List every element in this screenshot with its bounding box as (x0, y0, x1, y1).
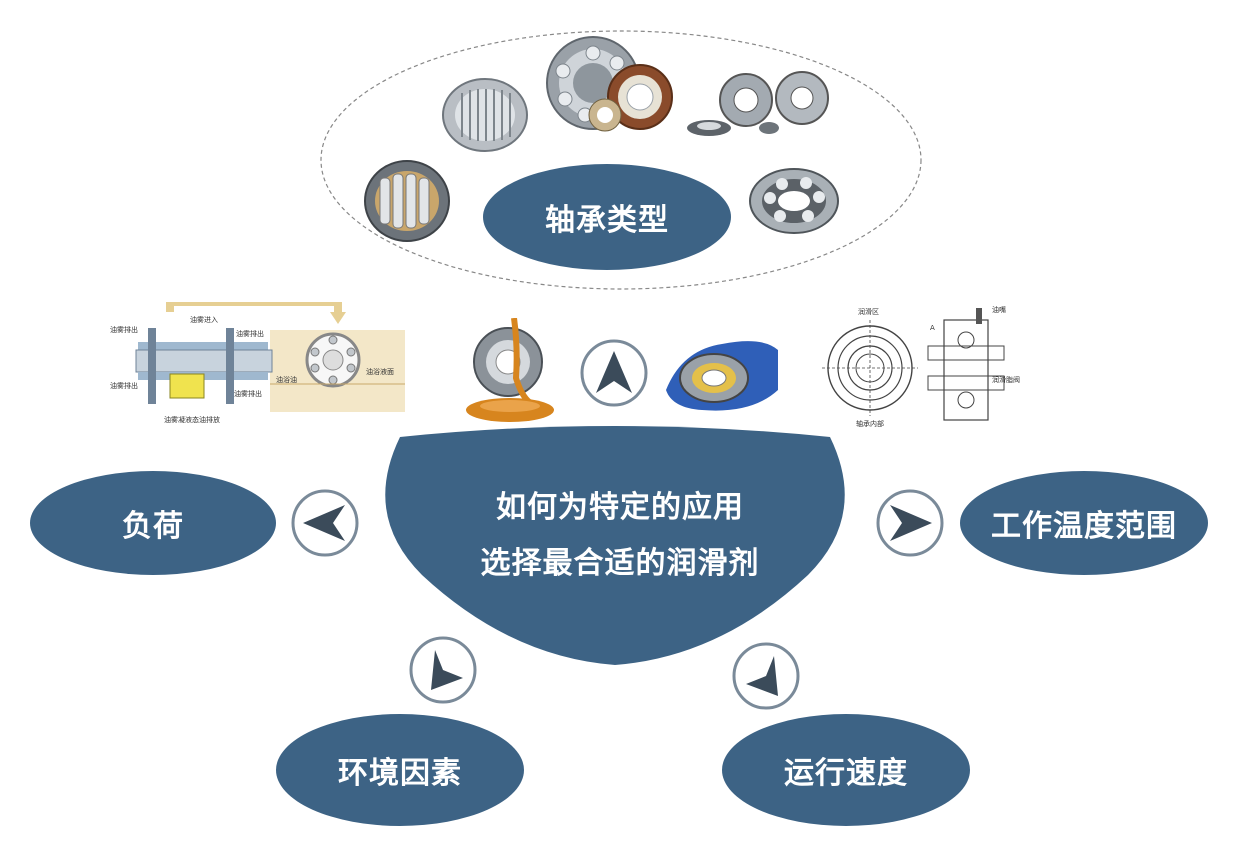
diagram-label-l3: 油雾排出 (236, 329, 264, 338)
operating-speed-label: 运行速度 (784, 756, 908, 791)
needle-roller-bearing-icon (442, 78, 528, 152)
drawing-label-r1: 润滑区 (858, 307, 879, 316)
load-node: 负荷 (30, 471, 276, 575)
arrow-right-icon (876, 489, 944, 557)
diagram-label-l7: 油浴液面 (366, 367, 394, 376)
bearing-types-group-outline (320, 30, 922, 290)
operating-temperature-label: 工作温度范围 (991, 509, 1177, 544)
diagram-label-l6: 油雾凝液态油排放 (164, 415, 220, 424)
load-label: 负荷 (122, 509, 184, 544)
arrow-down-left-icon (409, 636, 477, 704)
operating-temperature-node: 工作温度范围 (960, 471, 1208, 575)
oil-mist-lubrication-diagram: 油雾排出 油雾进入 油雾排出 油雾排出 油雾排出 油雾凝液态油排放 油浴液面 油… (110, 302, 405, 424)
thrust-ball-bearing-icon (749, 168, 839, 234)
deep-groove-ball-bearings-icon (546, 36, 673, 132)
oil-lubricated-bearing-icon (466, 318, 554, 422)
spherical-roller-bearing-icon (364, 160, 450, 242)
drawing-label-r4: 润滑脂阀 (992, 375, 1020, 384)
center-question-line2: 选择最合适的润滑剂 (480, 546, 760, 581)
environmental-factors-node: 环境因素 (276, 714, 524, 826)
grease-lubrication-drawing: 润滑区 油嘴 轴承内部 润滑脂阀 A (822, 305, 1020, 428)
arrow-left-icon (291, 489, 359, 557)
center-question-text: 如何为特定的应用 选择最合适的润滑剂 (380, 480, 860, 592)
operating-speed-node: 运行速度 (722, 714, 970, 826)
drawing-label-r2: 油嘴 (992, 305, 1006, 314)
drawing-label-r3: 轴承内部 (856, 419, 884, 428)
bearing-type-node: 轴承类型 (483, 164, 731, 270)
environmental-factors-label: 环境因素 (338, 756, 462, 791)
grease-lubricated-bearing-icon (666, 341, 778, 411)
ball-bearings-set-icon (687, 71, 829, 136)
diagram-label-l8: 油浴油 (276, 375, 297, 384)
bearing-type-label: 轴承类型 (545, 203, 669, 238)
center-question-line1: 如何为特定的应用 (496, 490, 744, 525)
diagram-label-l4: 油雾排出 (110, 381, 138, 390)
arrow-down-right-icon (732, 642, 800, 710)
diagram-label-l2: 油雾进入 (190, 315, 218, 324)
drawing-label-r5: A (930, 324, 935, 332)
arrow-up-icon (580, 339, 648, 407)
diagram-label-l5: 油雾排出 (234, 389, 262, 398)
diagram-label-l1: 油雾排出 (110, 325, 138, 334)
center-question-shape (385, 426, 845, 665)
